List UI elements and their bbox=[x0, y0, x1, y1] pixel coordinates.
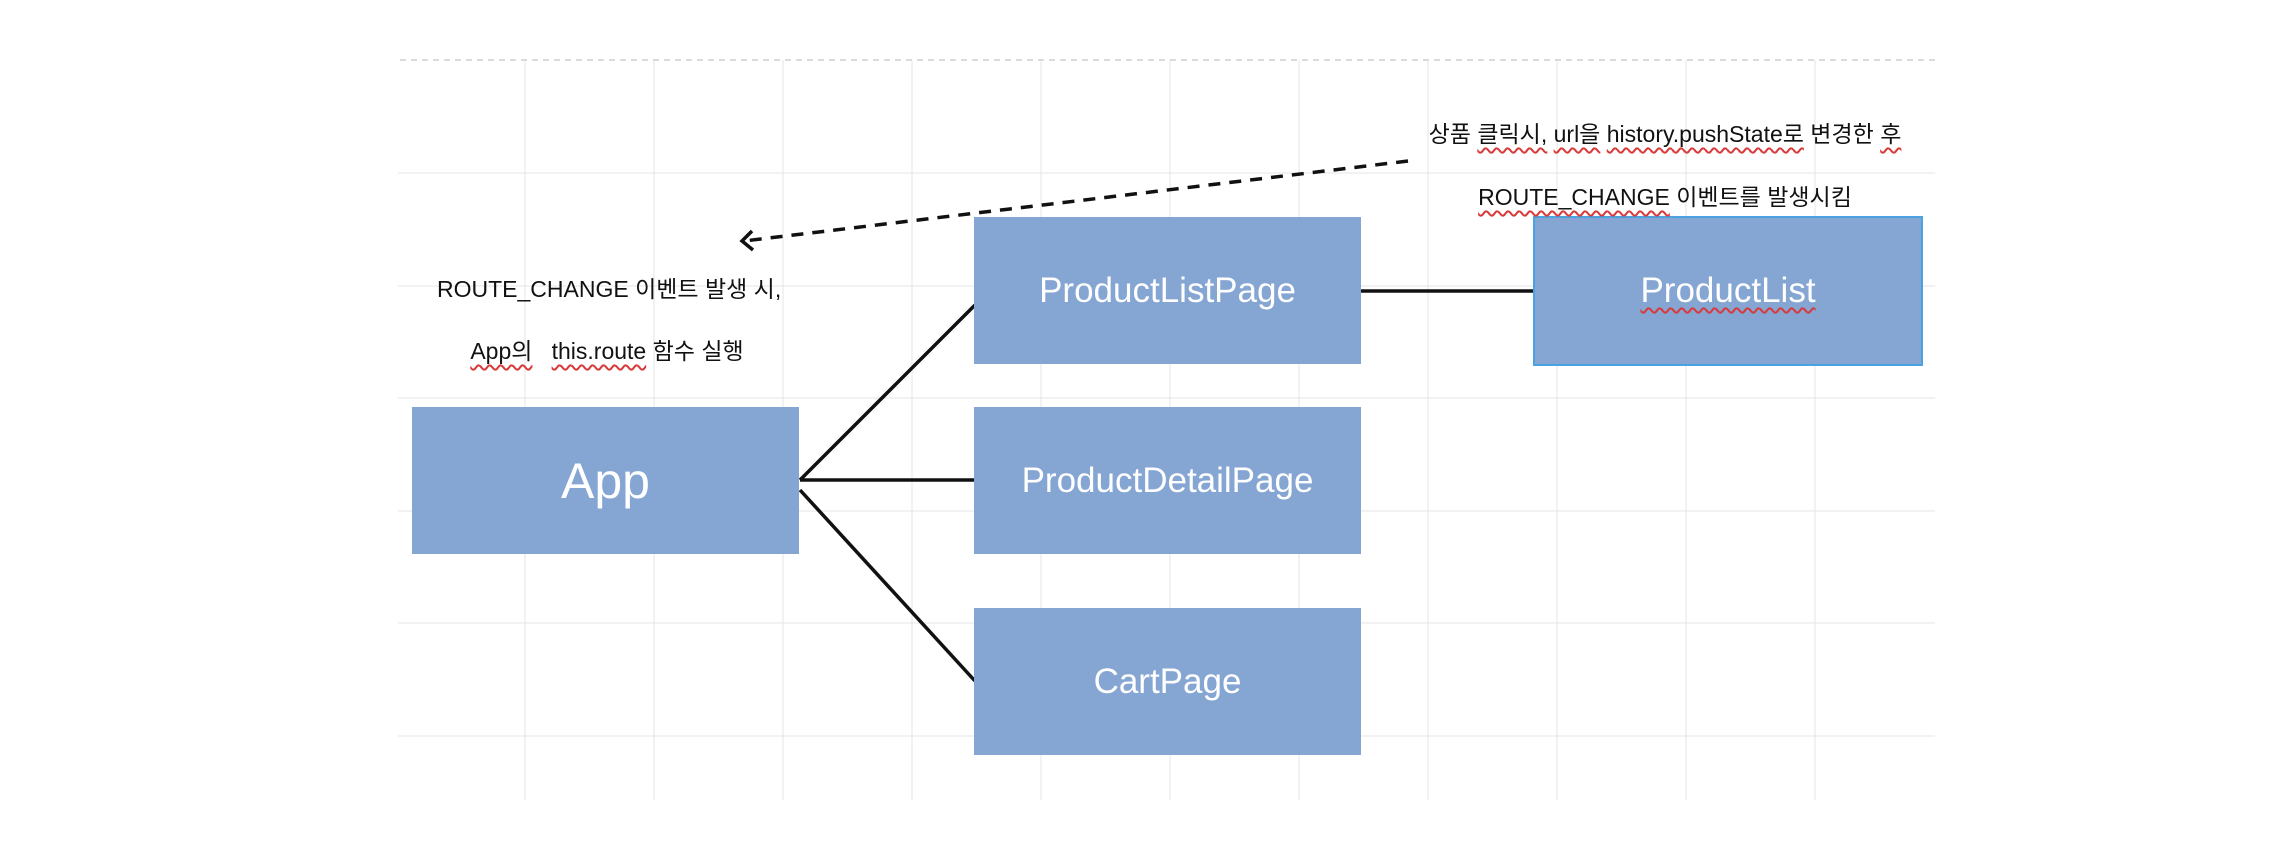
arrow-head-icon bbox=[739, 229, 755, 252]
node-product-detail-page[interactable]: ProductDetailPage bbox=[974, 407, 1361, 554]
note-click-word-3: url을 bbox=[1553, 121, 1601, 147]
note-click-line2: ROUTE_CHANGE 이벤트를 발생시킴 bbox=[1410, 178, 1920, 212]
node-app[interactable]: App bbox=[412, 407, 799, 554]
note-route-change-line1-text: ROUTE_CHANGE 이벤트 발생 시, bbox=[437, 276, 782, 302]
note-click-word-2: 클릭시, bbox=[1477, 121, 1548, 147]
note-click-word-4: history.pushState로 bbox=[1606, 121, 1804, 147]
edge-app-cartpage[interactable] bbox=[798, 488, 977, 683]
node-cart-page-label: CartPage bbox=[1093, 661, 1242, 701]
note-click-line2-tail: 이벤트를 발생시킴 bbox=[1669, 184, 1852, 210]
note-click-word-5: 변경한 bbox=[1803, 121, 1881, 147]
note-click-word-6: 후 bbox=[1880, 121, 1902, 147]
note-this-route-word: this.route bbox=[551, 338, 647, 364]
node-product-list-label: ProductList bbox=[1640, 271, 1816, 310]
node-product-list-page-label: ProductListPage bbox=[1039, 270, 1296, 310]
note-app-word: App의 bbox=[470, 338, 533, 364]
note-route-change-line2: App의 this.route 함수 실행 bbox=[437, 332, 777, 366]
node-product-list-page[interactable]: ProductListPage bbox=[974, 217, 1361, 364]
node-app-label: App bbox=[561, 452, 650, 509]
route-change-dashed-arrow[interactable] bbox=[743, 159, 1409, 243]
edge-app-productlistpage[interactable] bbox=[798, 303, 977, 482]
node-cart-page[interactable]: CartPage bbox=[974, 608, 1361, 755]
note-click-line1: 상품 클릭시, url을 history.pushState로 변경한 후 bbox=[1410, 115, 1920, 149]
node-product-detail-page-label: ProductDetailPage bbox=[1021, 460, 1314, 500]
note-route-change-line2-tail: 함수 실행 bbox=[652, 338, 744, 364]
note-route-change-line1: ROUTE_CHANGE 이벤트 발생 시, bbox=[437, 270, 781, 304]
note-space bbox=[539, 338, 545, 364]
node-product-list[interactable]: ProductList bbox=[1533, 216, 1923, 366]
note-click-route-change-word: ROUTE_CHANGE bbox=[1478, 184, 1670, 210]
note-click-word-1: 상품 bbox=[1428, 121, 1471, 147]
